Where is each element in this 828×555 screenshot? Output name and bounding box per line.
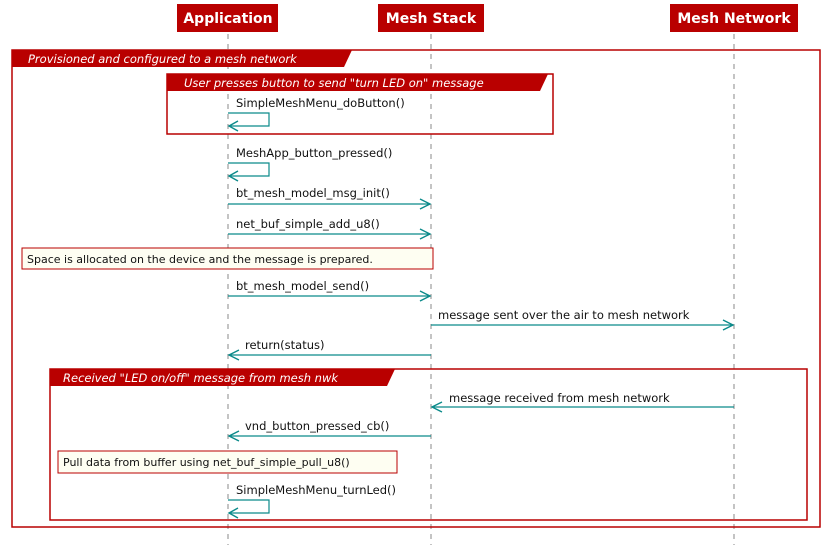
message-return-status: return(status) bbox=[227, 338, 431, 361]
message-received-from-mesh: message received from mesh network bbox=[430, 391, 734, 413]
frame-button-press: User presses button to send "turn LED on… bbox=[166, 73, 554, 135]
message-label: MeshApp_button_pressed() bbox=[236, 146, 392, 160]
note-pull-data: Pull data from buffer using net_buf_simp… bbox=[57, 450, 398, 474]
message-vnd-button-pressed-cb: vnd_button_pressed_cb() bbox=[227, 419, 431, 442]
participant-mesh-network-label: Mesh Network bbox=[677, 11, 791, 27]
frame-provisioned: Provisioned and configured to a mesh net… bbox=[11, 49, 821, 528]
message-label: bt_mesh_model_msg_init() bbox=[236, 186, 390, 200]
frame-button-press-label: User presses button to send "turn LED on… bbox=[184, 76, 484, 90]
frame-provisioned-label: Provisioned and configured to a mesh net… bbox=[28, 52, 298, 66]
message-net-buf-simple-add-u8: net_buf_simple_add_u8() bbox=[228, 217, 432, 240]
participant-application-label: Application bbox=[183, 11, 272, 27]
participant-mesh-stack: Mesh Stack bbox=[378, 4, 484, 32]
message-label: SimpleMeshMenu_turnLed() bbox=[236, 483, 396, 497]
message-label: return(status) bbox=[245, 338, 324, 352]
frame-received: Received "LED on/off" message from mesh … bbox=[49, 368, 808, 521]
message-simplemeshmenu-turnled: SimpleMeshMenu_turnLed() bbox=[227, 483, 396, 519]
message-bt-mesh-model-send: bt_mesh_model_send() bbox=[228, 279, 432, 302]
note-text: Pull data from buffer using net_buf_simp… bbox=[63, 456, 350, 469]
message-sent-over-air: message sent over the air to mesh networ… bbox=[431, 308, 735, 331]
message-bt-mesh-model-msg-init: bt_mesh_model_msg_init() bbox=[228, 186, 432, 210]
note-space-allocated: Space is allocated on the device and the… bbox=[21, 247, 434, 270]
participant-application: Application bbox=[177, 4, 278, 32]
message-label: message sent over the air to mesh networ… bbox=[438, 308, 690, 322]
message-label: vnd_button_pressed_cb() bbox=[245, 419, 389, 433]
note-text: Space is allocated on the device and the… bbox=[27, 253, 373, 266]
message-label: message received from mesh network bbox=[449, 391, 670, 405]
participant-mesh-stack-label: Mesh Stack bbox=[386, 11, 477, 27]
message-simplemeshmenu-dobutton: SimpleMeshMenu_doButton() bbox=[227, 96, 405, 132]
message-label: bt_mesh_model_send() bbox=[236, 279, 369, 293]
message-label: net_buf_simple_add_u8() bbox=[236, 217, 380, 231]
message-label: SimpleMeshMenu_doButton() bbox=[236, 96, 405, 110]
participant-mesh-network: Mesh Network bbox=[670, 4, 798, 32]
message-meshapp-button-pressed: MeshApp_button_pressed() bbox=[227, 146, 392, 182]
frame-received-label: Received "LED on/off" message from mesh … bbox=[63, 371, 339, 385]
